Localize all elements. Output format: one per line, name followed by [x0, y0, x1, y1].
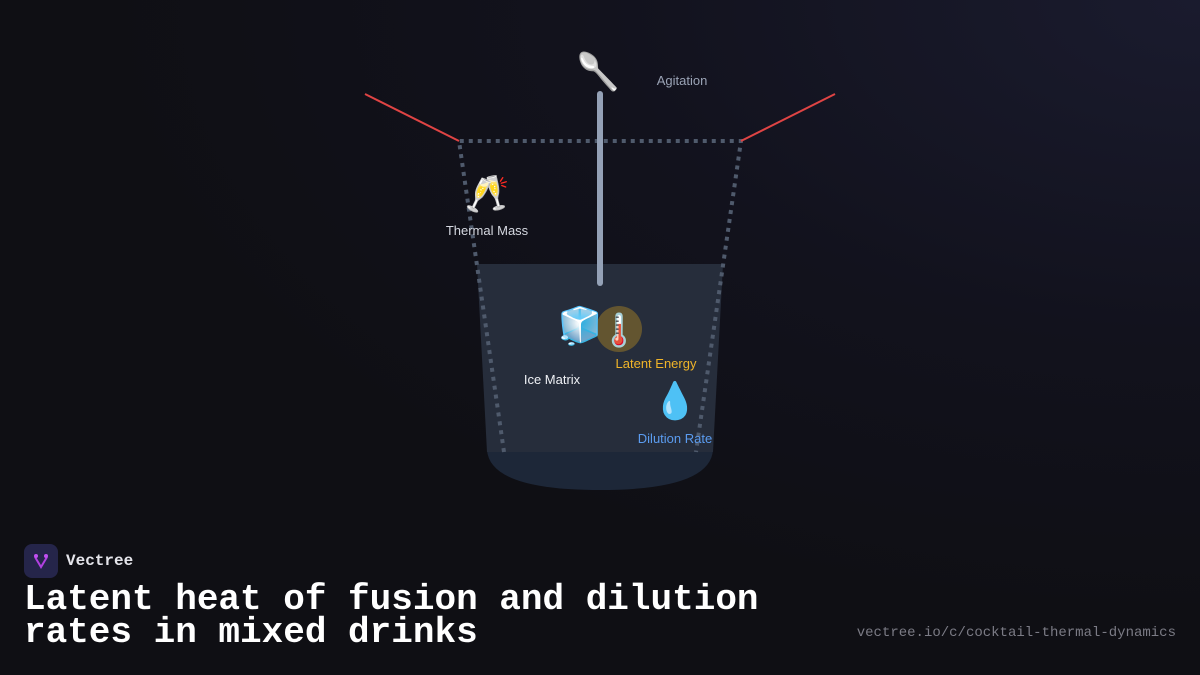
brand-name: Vectree: [66, 552, 134, 570]
champagne-glasses-icon: 🥂: [464, 173, 510, 214]
glass-base: [487, 450, 713, 490]
source-url: vectree.io/c/cocktail-thermal-dynamics: [856, 625, 1176, 641]
spoon-icon: 🥄: [575, 51, 621, 92]
liquid: [477, 264, 723, 452]
page-title: Latent heat of fusion and dilution rates…: [24, 579, 759, 653]
latent-energy-label: Latent Energy: [615, 356, 697, 371]
thermometer-icon: 🌡️: [599, 312, 639, 348]
dilution-rate-label: Dilution Rate: [637, 431, 713, 446]
brand: Vectree: [24, 544, 133, 578]
left-rim-line: [364, 93, 460, 142]
vectree-logo-icon: [24, 544, 58, 578]
ice-cube-icon: 🧊: [557, 305, 603, 346]
ice-matrix-label: Ice Matrix: [523, 372, 581, 387]
right-rim-line: [740, 93, 836, 142]
thermal-mass-label: Thermal Mass: [445, 223, 529, 238]
agitation-label: Agitation: [656, 73, 708, 88]
droplet-icon: 💧: [652, 380, 698, 421]
latent-energy-halo: [596, 306, 642, 352]
